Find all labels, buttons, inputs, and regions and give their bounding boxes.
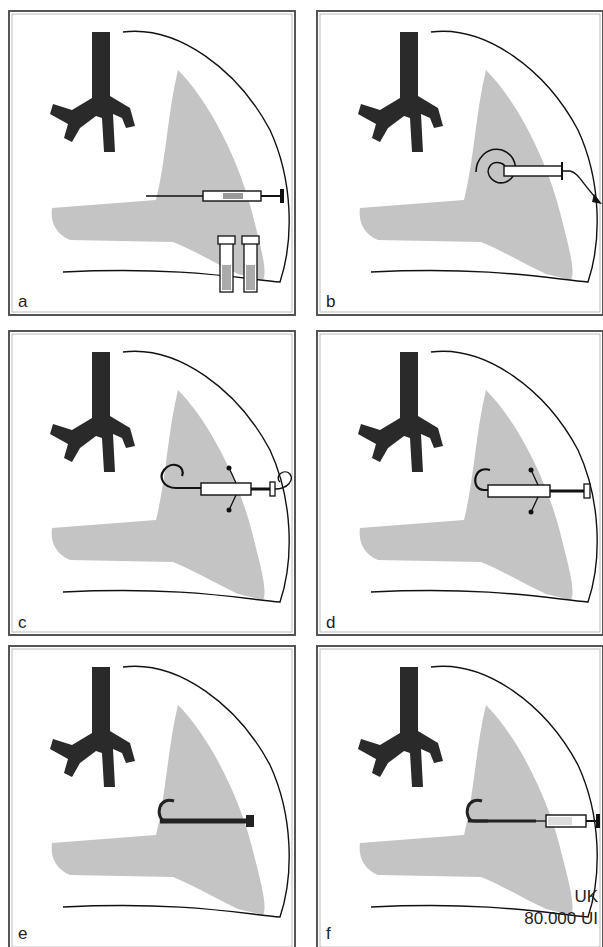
panel-d [317,331,603,635]
panel-letter: c [18,614,27,631]
drug-label: 80.000 UI [524,910,598,927]
panel-b [317,11,603,315]
drug-label: UK [574,888,598,905]
panel-f [317,646,603,947]
test-tubes [218,236,259,292]
panel-letter: f [326,925,331,942]
panel-c [9,331,295,635]
panel-letter: d [326,614,335,631]
panel-letter: b [326,293,335,310]
panel-letter: e [18,925,27,942]
panel-a [9,11,295,315]
panel-e [9,646,295,947]
panel-letter: a [18,293,27,310]
